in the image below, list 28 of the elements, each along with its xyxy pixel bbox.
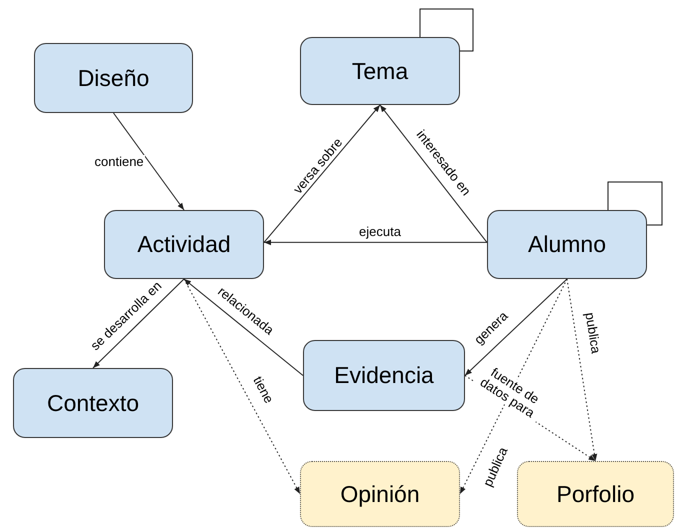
concept-box [300,37,460,105]
edge-label: ejecuta [358,225,402,239]
node-label: Evidencia [334,362,434,389]
arrow [92,278,184,368]
node-label: Diseño [78,64,150,92]
node-label: Porfolio [556,480,634,508]
arrow [264,240,488,246]
concept-box [104,210,264,279]
concept-box [487,210,647,279]
arrow [184,278,300,494]
node-label: Opinión [340,480,420,508]
arrow [566,278,598,462]
node-label: Contexto [46,390,140,416]
arrow [464,278,568,376]
arrow [380,104,488,243]
arrow [264,104,380,243]
arrow [113,112,184,210]
node-label: Actividad [137,231,231,258]
concept-box [303,340,465,411]
edge-label: contiene [94,155,145,169]
node-label: Tema [352,58,408,84]
output-box [517,461,674,527]
arrow [184,278,304,376]
arrow [460,278,568,494]
concept-box [13,368,173,438]
concept-box [34,43,193,113]
node-label: Alumno [528,231,606,258]
output-box [300,461,460,527]
